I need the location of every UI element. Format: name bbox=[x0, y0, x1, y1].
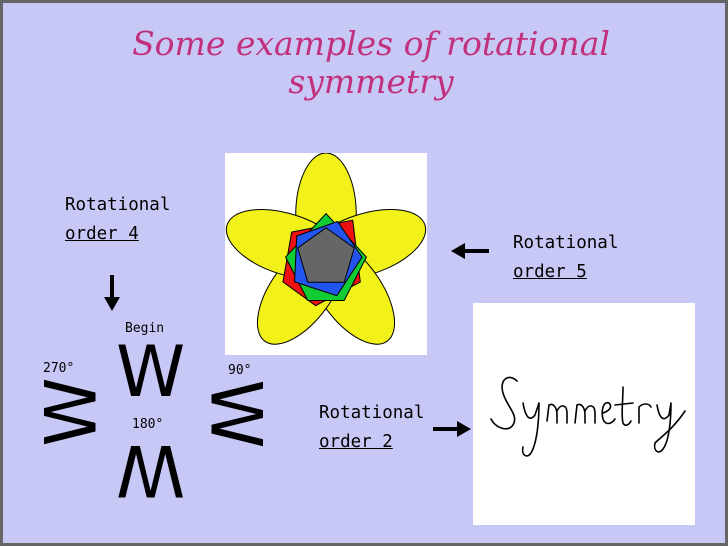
title-line-2: symmetry bbox=[288, 62, 454, 101]
w-letter-0deg: W bbox=[116, 331, 186, 413]
deg-180-label: 180° bbox=[132, 417, 164, 432]
begin-label: Begin bbox=[125, 321, 165, 336]
label-order-4-line2: order 4 bbox=[65, 224, 139, 244]
w-letter-180deg: W bbox=[116, 429, 186, 511]
deg-90-label: 90° bbox=[228, 363, 252, 378]
five-petal-star-image bbox=[225, 153, 427, 355]
left-arrow-icon bbox=[451, 243, 489, 259]
w-letter-270deg: W bbox=[30, 377, 113, 447]
label-order-2-line1: Rotational bbox=[319, 403, 425, 423]
label-order-2: Rotational order 2 bbox=[319, 399, 424, 457]
label-order-5-line1: Rotational bbox=[513, 233, 619, 253]
symmetry-signature-image bbox=[473, 303, 695, 525]
label-order-4: Rotational order 4 bbox=[65, 191, 170, 249]
slide-title: Some examples of rotational symmetry bbox=[91, 25, 651, 101]
w-letter-90deg: W bbox=[194, 379, 277, 449]
title-line-1: Some examples of rotational bbox=[132, 24, 610, 63]
label-order-5-line2: order 5 bbox=[513, 262, 587, 282]
down-arrow-icon bbox=[104, 275, 120, 311]
label-order-5: Rotational order 5 bbox=[513, 229, 618, 287]
label-order-4-line1: Rotational bbox=[65, 195, 171, 215]
deg-270-label: 270° bbox=[43, 361, 75, 376]
label-order-2-line2: order 2 bbox=[319, 432, 393, 452]
right-arrow-icon bbox=[433, 421, 471, 437]
